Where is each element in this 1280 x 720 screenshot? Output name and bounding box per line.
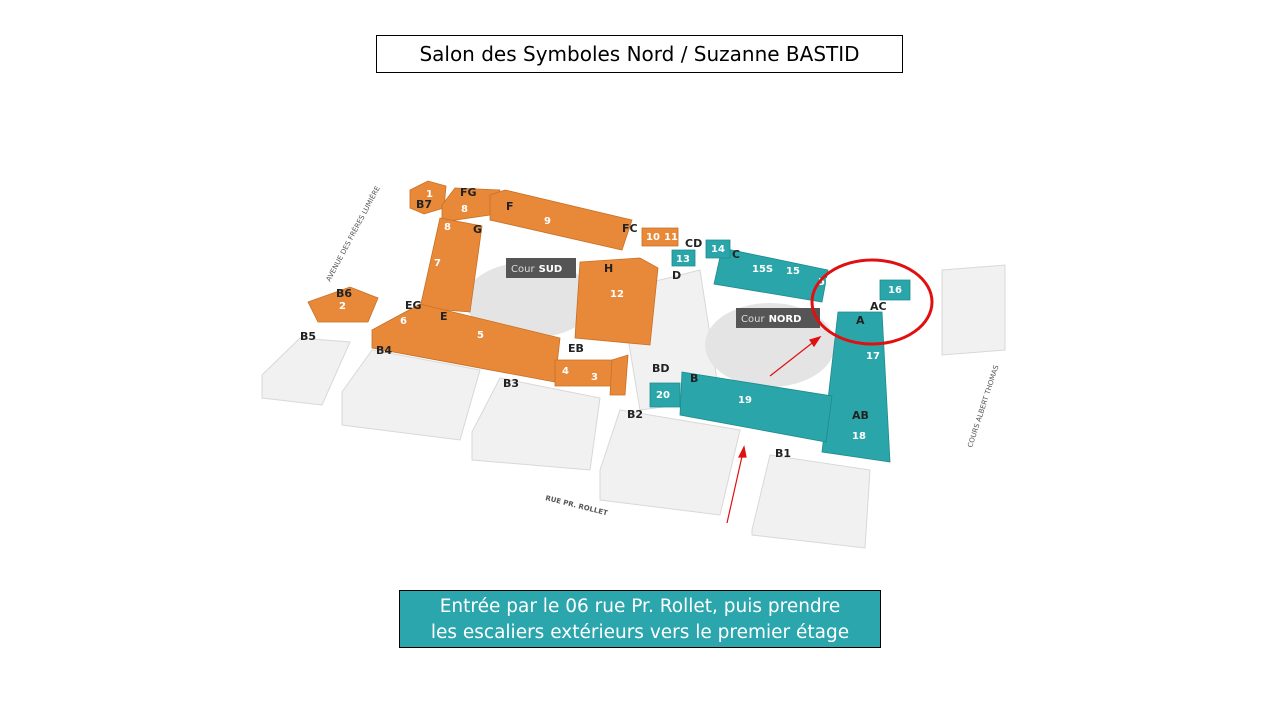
svg-text:FC: FC [622,222,638,235]
svg-text:BD: BD [652,362,670,375]
building-b2 [599,409,741,516]
svg-text:16: 16 [888,285,902,296]
note-line-1: Entrée par le 06 rue Pr. Rollet, puis pr… [439,596,841,617]
svg-text:B: B [690,372,698,385]
highlight-circle [810,258,934,346]
svg-text:20: 20 [656,390,670,401]
svg-text:D: D [672,269,681,282]
svg-text:2: 2 [339,301,346,312]
svg-text:AC: AC [870,300,887,313]
street-south: RUE PR. ROLLET [545,494,609,517]
building-b4 [341,349,481,441]
svg-text:E: E [440,310,448,323]
svg-text:12: 12 [610,289,624,300]
svg-text:13: 13 [676,254,690,265]
svg-text:B7: B7 [416,198,432,211]
svg-text:15S: 15S [752,264,773,275]
cour-nord-sign [736,308,820,328]
svg-text:G: G [473,223,482,236]
street-east: COURS ALBERT THOMAS [966,364,1000,449]
svg-text:H: H [604,262,613,275]
svg-text:4: 4 [562,366,569,377]
svg-text:3: 3 [591,372,598,383]
svg-text:EG: EG [405,299,422,312]
svg-text:B3: B3 [503,377,519,390]
building-b5 [261,337,351,406]
svg-text:A: A [856,314,865,327]
svg-text:B6: B6 [336,287,352,300]
svg-text:5: 5 [477,330,484,341]
svg-text:9: 9 [544,216,551,227]
arrow-icon [726,335,822,524]
cour-sud-area [465,262,595,338]
svg-text:7: 7 [434,258,441,269]
svg-text:18: 18 [852,431,866,442]
slide-title: Salon des Symboles Nord / Suzanne BASTID [376,35,903,73]
teal-wing [649,239,911,463]
svg-text:AB: AB [852,409,869,422]
svg-text:17: 17 [866,351,880,362]
note-line-2: les escaliers extérieurs vers le premier… [430,622,850,643]
svg-text:B4: B4 [376,344,392,357]
svg-text:B1: B1 [775,447,791,460]
svg-text:C: C [732,248,740,261]
svg-text:CD: CD [685,237,702,250]
svg-text:B5: B5 [300,330,316,343]
building-east [941,264,1006,356]
svg-text:5N: 5N [818,277,833,288]
orange-wing [307,180,679,396]
svg-text:B2: B2 [627,408,643,421]
svg-text:15: 15 [786,266,800,277]
directions-note: Entrée par le 06 rue Pr. Rollet, puis pr… [399,590,881,648]
svg-text:19: 19 [738,395,752,406]
svg-text:10: 10 [646,232,660,243]
svg-text:FG: FG [460,186,477,199]
svg-text:14: 14 [711,244,725,255]
svg-text:8: 8 [444,222,451,233]
entrance-labels: FG F G FC CD D H EG E EB BD B C AC A AB [405,186,887,422]
svg-text:8: 8 [461,204,468,215]
svg-text:1: 1 [426,189,433,200]
svg-text:11: 11 [664,232,678,243]
street-west: AVENUE DES FRÈRES LUMIÈRE [324,184,382,283]
building-b3 [471,377,601,471]
svg-text:6: 6 [400,316,407,327]
svg-text:EB: EB [568,342,584,355]
building-labels: B7 B6 B5 B4 B3 B2 B1 [300,198,791,460]
building-b1 [751,454,871,549]
room-numbers: 1 8 8 9 10 11 7 2 6 5 12 4 3 13 14 15 16… [339,189,902,442]
svg-text:F: F [506,200,514,213]
cour-sud-sign [506,258,576,278]
